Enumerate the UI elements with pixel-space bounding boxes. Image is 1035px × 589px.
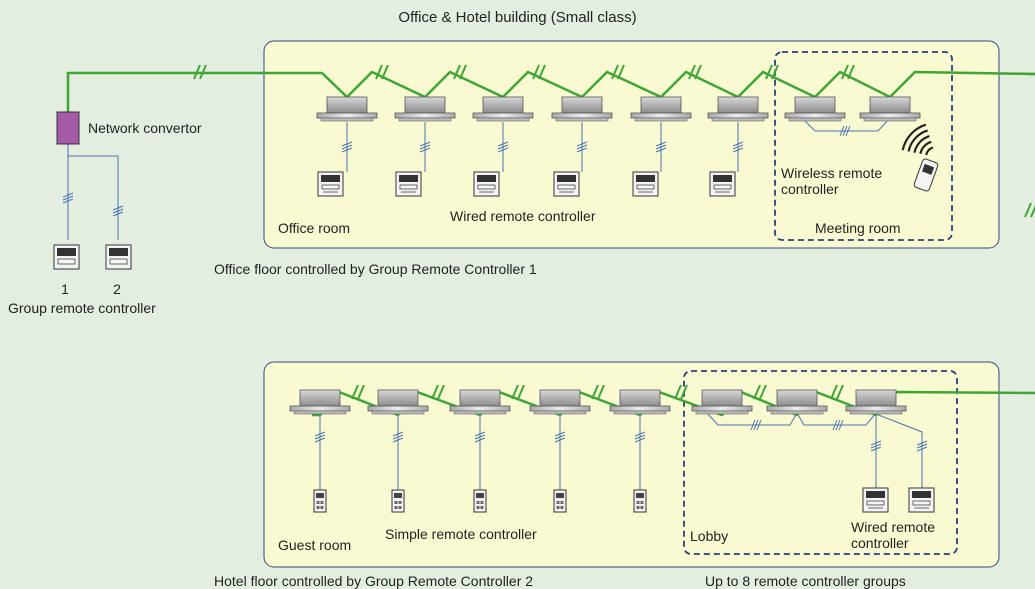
hotel-indoor-unit-8 xyxy=(845,389,907,415)
hotel-simple-remote-4 xyxy=(553,489,567,513)
wireless-remote-label-line1: Wireless remote xyxy=(781,165,883,181)
group-remote-number-1: 1 xyxy=(61,281,69,297)
office-wired-remote-3 xyxy=(473,171,500,197)
lobby-wired-remote-label-line2: controller xyxy=(851,535,909,551)
lobby-wired-remote-1 xyxy=(862,487,889,513)
office-wire-mark-4 xyxy=(576,141,588,153)
hotel-network-break-0 xyxy=(351,384,365,400)
office-wire-mark-6 xyxy=(732,141,744,153)
hotel-network-break-3 xyxy=(591,384,605,400)
hotel-network-break-2 xyxy=(511,384,525,400)
office-network-break-2 xyxy=(453,64,467,80)
office-wire-mark-2 xyxy=(419,141,431,153)
diagram-title: Office & Hotel building (Small class) xyxy=(398,9,637,26)
group-remote-controller-1 xyxy=(53,244,80,270)
office-indoor-unit-4 xyxy=(551,96,613,122)
office-indoor-unit-7 xyxy=(784,96,846,122)
hotel-simple-remote-5 xyxy=(633,489,647,513)
hotel-network-break-6 xyxy=(830,384,844,400)
guest-room-label: Guest room xyxy=(278,537,352,553)
office-wire-mark-3 xyxy=(497,141,509,153)
office-wired-remote-2 xyxy=(395,171,422,197)
lobby-wire-mark-1 xyxy=(750,419,762,431)
hotel-indoor-unit-2 xyxy=(367,389,429,415)
office-network-break-0 xyxy=(193,64,207,80)
hotel-floor-caption: Hotel floor controlled by Group Remote C… xyxy=(214,573,534,589)
group-remote-controller-2 xyxy=(105,244,132,270)
hotel-wire-mark-2 xyxy=(392,431,404,443)
hotel-wire-mark-3 xyxy=(474,431,486,443)
office-wired-remote-5 xyxy=(632,171,659,197)
hotel-indoor-unit-6 xyxy=(691,389,753,415)
office-indoor-unit-6 xyxy=(707,96,769,122)
meeting-room-wire-mark xyxy=(839,125,851,137)
office-indoor-unit-5 xyxy=(630,96,692,122)
lobby-wire-mark-4 xyxy=(916,440,928,452)
office-network-break-4 xyxy=(611,64,625,80)
hotel-simple-remote-2 xyxy=(391,489,405,513)
office-wire-mark-1 xyxy=(341,141,353,153)
lobby-wired-remote-2 xyxy=(908,487,935,513)
group-limit-note: Up to 8 remote controller groups xyxy=(705,573,906,589)
lobby-wired-wire-2 xyxy=(875,413,923,488)
office-indoor-unit-8 xyxy=(859,96,921,122)
hotel-wire-mark-1 xyxy=(314,431,326,443)
group-remote-wire-2 xyxy=(68,155,119,240)
network-right-break xyxy=(1024,202,1035,218)
meeting-room-group-outline xyxy=(774,51,953,241)
hotel-network-break-1 xyxy=(431,384,445,400)
hotel-network-break-4 xyxy=(674,384,688,400)
office-wired-remote-4 xyxy=(553,171,580,197)
office-network-break-6 xyxy=(765,64,779,80)
meeting-room-wire xyxy=(801,117,891,132)
network-convertor-label: Network convertor xyxy=(88,120,202,136)
office-wire-mark-5 xyxy=(655,141,667,153)
lobby-wire-mark-2 xyxy=(832,419,844,431)
office-wired-remote-1 xyxy=(317,171,344,197)
wireless-signal-waves xyxy=(901,123,934,156)
office-network-break-7 xyxy=(841,64,855,80)
office-network-line xyxy=(66,70,1035,112)
office-network-break-1 xyxy=(375,64,389,80)
lobby-label: Lobby xyxy=(690,528,729,544)
hotel-indoor-unit-5 xyxy=(609,389,671,415)
network-convertor-box xyxy=(56,111,80,145)
hotel-wire-mark-4 xyxy=(554,431,566,443)
hotel-indoor-unit-3 xyxy=(449,389,511,415)
office-floor-caption: Office floor controlled by Group Remote … xyxy=(214,261,537,277)
meeting-room-label: Meeting room xyxy=(815,220,901,236)
wireless-remote-label-line2: controller xyxy=(781,181,839,197)
hotel-indoor-unit-1 xyxy=(289,389,351,415)
group-remote-number-2: 2 xyxy=(113,281,121,297)
hotel-wire-mark-5 xyxy=(634,431,646,443)
hotel-simple-remote-3 xyxy=(473,489,487,513)
office-network-break-3 xyxy=(532,64,546,80)
lobby-group-outline xyxy=(683,370,958,555)
group-remote-wire-mark-2 xyxy=(112,205,124,217)
hotel-indoor-unit-7 xyxy=(766,389,828,415)
hotel-simple-remote-1 xyxy=(313,489,327,513)
lobby-wired-remote-label-line1: Wired remote xyxy=(851,519,936,535)
office-room-label: Office room xyxy=(278,220,351,236)
simple-remote-controller-label: Simple remote controller xyxy=(385,526,537,542)
group-remote-wire-mark-1 xyxy=(62,192,74,204)
group-remote-controller-label: Group remote controller xyxy=(8,300,156,316)
wired-remote-controller-label: Wired remote controller xyxy=(450,208,596,224)
office-network-break-5 xyxy=(688,64,702,80)
office-floor-panel xyxy=(263,40,1000,249)
wireless-remote-controller xyxy=(913,158,939,192)
hotel-indoor-unit-4 xyxy=(529,389,591,415)
office-indoor-unit-2 xyxy=(394,96,456,122)
hotel-network-break-5 xyxy=(753,384,767,400)
office-indoor-unit-1 xyxy=(316,96,378,122)
office-wired-remote-6 xyxy=(709,171,736,197)
lobby-wire-mark-3 xyxy=(870,440,882,452)
office-indoor-unit-3 xyxy=(472,96,534,122)
